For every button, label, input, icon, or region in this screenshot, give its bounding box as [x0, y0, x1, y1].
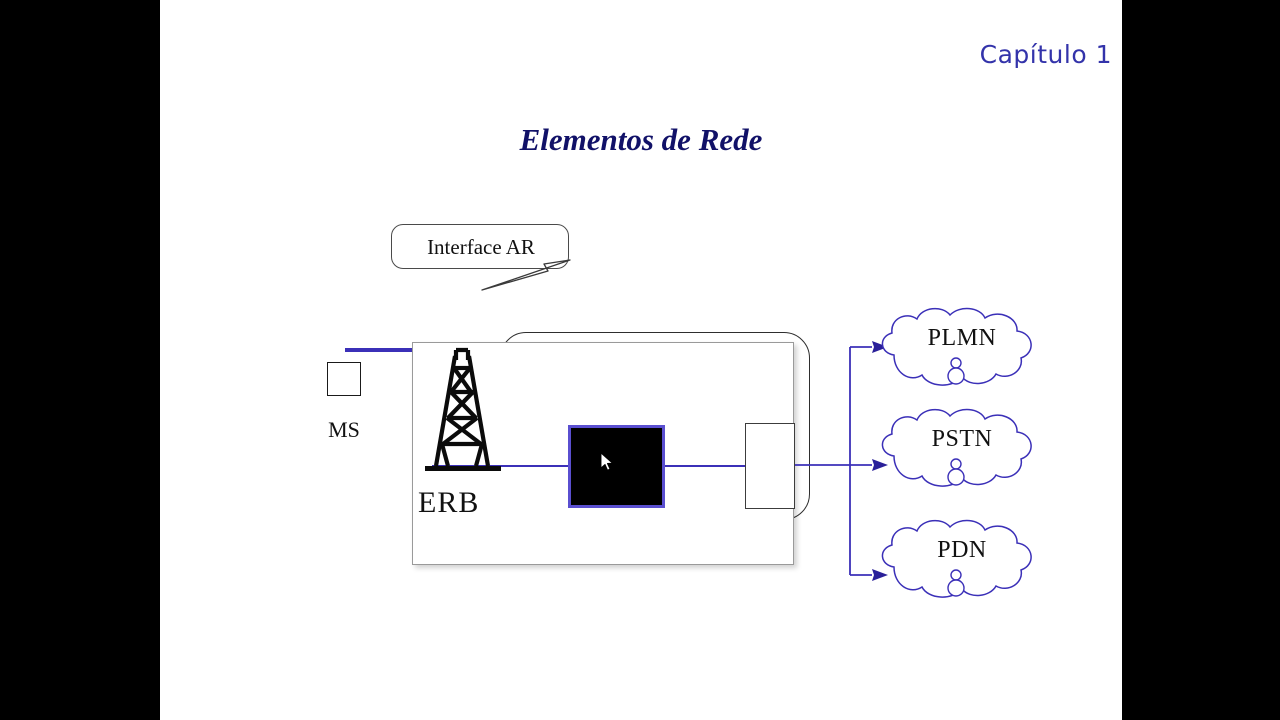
ms-device-icon	[327, 362, 361, 396]
cloud-pdn: PDN	[872, 515, 1052, 605]
erb-label: ERB	[418, 486, 480, 519]
chapter-label: Capítulo 1	[979, 40, 1112, 69]
interface-callout-box: Interface AR	[391, 224, 569, 269]
interface-callout-label: Interface AR	[427, 235, 535, 259]
cloud-pstn: PSTN	[872, 404, 1052, 494]
cloud-pdn-label: PDN	[937, 537, 987, 563]
slide-canvas: Capítulo 1 Elementos de Rede Interface A…	[160, 0, 1122, 720]
cloud-pstn-label: PSTN	[931, 426, 993, 452]
slide-title: Elementos de Rede	[519, 122, 763, 157]
cloud-plmn-label: PLMN	[927, 325, 997, 351]
selected-equipment-box[interactable]	[568, 425, 665, 508]
cloud-plmn-shape	[881, 307, 1032, 386]
tower-base-line	[425, 466, 501, 471]
gateway-box	[745, 423, 795, 509]
cloud-plmn: PLMN	[872, 303, 1052, 393]
letterbox-bar-right	[1122, 0, 1280, 720]
cloud-pstn-shape	[881, 408, 1032, 487]
ms-label: MS	[328, 417, 360, 442]
letterbox-bar-left	[0, 0, 160, 720]
cloud-pdn-shape	[881, 519, 1032, 598]
ms-air-link-line	[345, 348, 417, 352]
antenna-tower-icon	[433, 347, 491, 467]
